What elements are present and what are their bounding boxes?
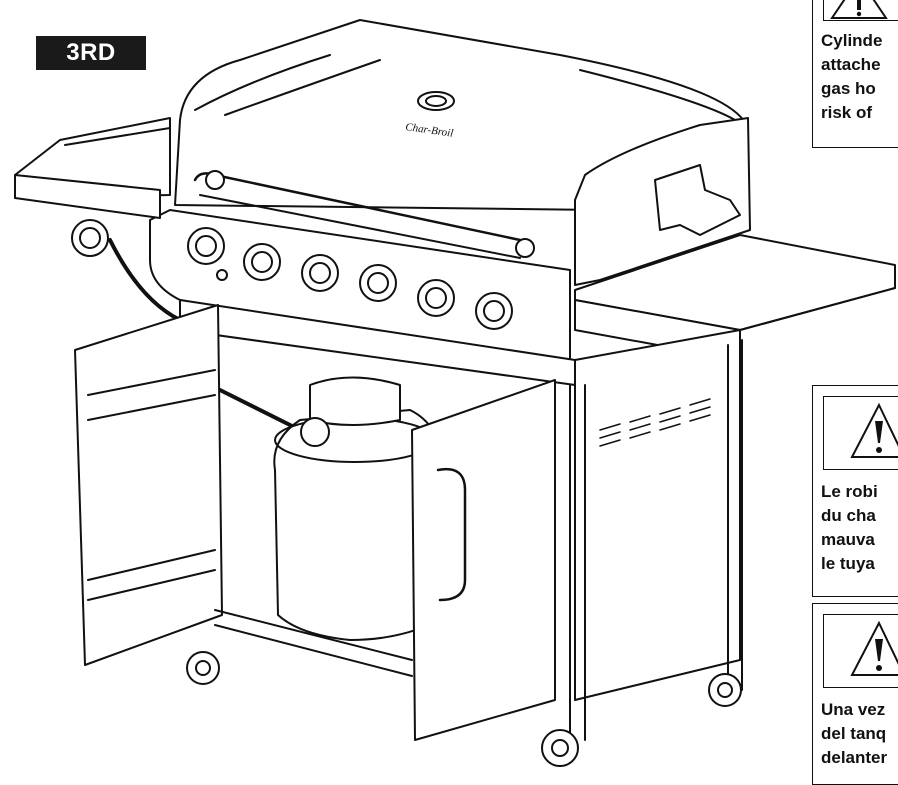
warning-icon-frame	[823, 614, 898, 688]
warning-text-en-line4: risk of	[821, 103, 873, 122]
warning-text-es-line3: delanter	[821, 748, 888, 767]
warning-triangle-icon	[850, 402, 898, 458]
warning-icon-frame	[823, 0, 898, 21]
warning-triangle-icon	[850, 620, 898, 676]
warning-text-en-line3: gas ho	[821, 79, 876, 98]
warning-icon-frame	[823, 396, 898, 470]
warning-text-es-line2: del tanq	[821, 724, 887, 743]
warning-text-en-line1: Cylinde	[821, 31, 883, 50]
warning-text-en-line2: attache	[821, 55, 881, 74]
warning-box-en: Cylinde attache gas ho risk of	[812, 0, 898, 148]
warning-text-fr-line2: du cha	[821, 506, 876, 525]
warning-text-fr-line3: mauva	[821, 530, 875, 549]
warning-text-fr-line1: Le robi	[821, 482, 878, 501]
warning-text-es-line1: Una vez	[821, 700, 886, 719]
warning-box-fr: Le robi du cha mauva le tuya	[812, 385, 898, 597]
warning-triangle-icon	[830, 0, 888, 19]
warning-box-es: Una vez del tanq delanter	[812, 603, 898, 785]
step-badge: 3RD	[36, 36, 146, 70]
warning-text-fr-line4: le tuya	[821, 554, 875, 573]
burner-knobs	[187, 227, 513, 330]
